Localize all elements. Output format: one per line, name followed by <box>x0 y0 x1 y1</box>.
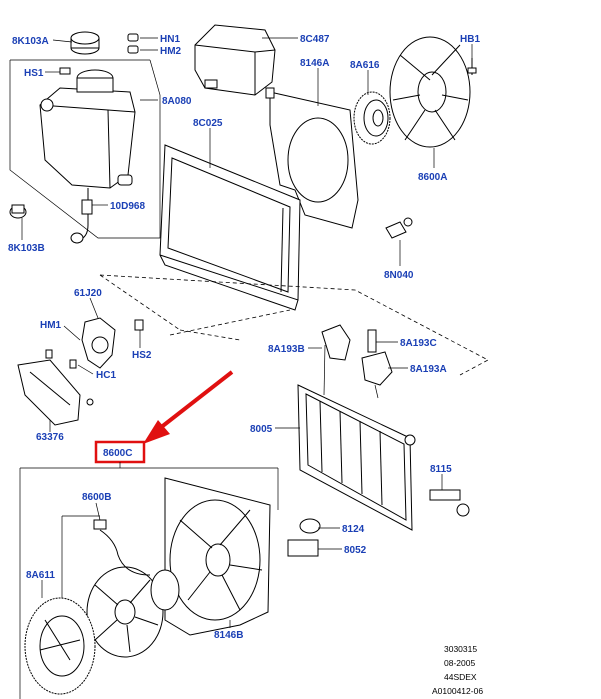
callout-63376: 63376 <box>36 432 64 443</box>
radiator-8005-drawing <box>297 384 416 531</box>
footer-line-4: A0100412-06 <box>432 686 483 696</box>
callout-8115: 8115 <box>430 464 452 475</box>
callout-hs2: HS2 <box>132 350 152 361</box>
electric-fan-group <box>19 462 279 699</box>
callout-hn1: HN1 <box>160 34 180 45</box>
callout-8600a: 8600A <box>418 172 447 183</box>
bracket-8a193c-drawing <box>367 329 377 353</box>
callout-61j20: 61J20 <box>74 288 102 299</box>
callout-8a616: 8A616 <box>350 60 380 71</box>
footer-line-3: 44SDEX <box>444 672 477 682</box>
callout-8146a: 8146A <box>300 58 329 69</box>
callout-hs1: HS1 <box>24 68 44 79</box>
thermostat-housing-drawing <box>81 317 144 369</box>
callout-8a080: 8A080 <box>162 96 192 107</box>
highlight-arrow <box>143 370 234 444</box>
callout-labels: 8K103A HN1 HM2 8C487 HB1 HS1 8A080 8146A… <box>8 34 480 641</box>
fan-blade-8a611-drawing <box>24 597 96 695</box>
callout-10d968: 10D968 <box>110 201 145 212</box>
expansion-tank-group <box>9 31 161 244</box>
assembly-dashed-outline <box>99 274 489 376</box>
reservoir-8c487-drawing <box>194 24 276 96</box>
callout-8052: 8052 <box>344 545 367 556</box>
reference-footer: 3030315 08-2005 44SDEX A0100412-06 <box>432 644 483 696</box>
callout-hc1: HC1 <box>96 370 116 381</box>
callout-8k103b: 8K103B <box>8 243 45 254</box>
drain-plug-8115-drawing <box>429 489 470 517</box>
fan-shroud-8146a-drawing <box>265 87 359 229</box>
nut-hm2-drawing <box>127 45 139 54</box>
callout-hm2: HM2 <box>160 46 182 57</box>
callout-8k103a: 8K103A <box>12 36 49 47</box>
nut-hn1-drawing <box>127 33 139 42</box>
expansion-tank-drawing <box>39 69 136 189</box>
callout-8a193c: 8A193C <box>400 338 437 349</box>
viscous-coupling-drawing <box>353 91 391 145</box>
callout-8146b: 8146B <box>214 630 243 641</box>
part-8052-drawing <box>287 539 319 557</box>
fan-8600b-drawing <box>61 515 180 690</box>
fan-8600a-drawing <box>389 36 471 148</box>
bolt-hb1-drawing <box>467 58 477 75</box>
callout-8005: 8005 <box>250 424 273 435</box>
callout-8c025: 8C025 <box>193 118 223 129</box>
bracket-8a193a-drawing <box>361 351 393 399</box>
callout-8a193a: 8A193A <box>410 364 447 375</box>
callout-8a193b: 8A193B <box>268 344 305 355</box>
bleed-cap-drawing <box>9 204 27 219</box>
filler-cap-drawing <box>70 31 100 55</box>
footer-line-1: 3030315 <box>444 644 477 654</box>
part-8124-drawing <box>299 518 321 534</box>
fan-shroud-8146b-drawing <box>164 477 271 636</box>
callout-8c487: 8C487 <box>300 34 330 45</box>
leader-lines <box>21 37 473 628</box>
callout-8n040: 8N040 <box>384 270 414 281</box>
frame-8c025-drawing <box>159 144 301 311</box>
callout-8600c: 8600C <box>103 448 132 459</box>
callout-hm1: HM1 <box>40 320 62 331</box>
bracket-63376-drawing <box>17 349 94 426</box>
bracket-8a193b-drawing <box>321 324 351 396</box>
footer-line-2: 08-2005 <box>444 658 475 668</box>
callout-8600b: 8600B <box>82 492 111 503</box>
callout-8a611: 8A611 <box>26 570 55 581</box>
callout-hb1: HB1 <box>460 34 480 45</box>
clip-8n040-drawing <box>385 217 413 239</box>
tank-hose-drawing <box>70 188 93 244</box>
screw-hs1-drawing <box>59 67 71 75</box>
callout-8124: 8124 <box>342 524 365 535</box>
